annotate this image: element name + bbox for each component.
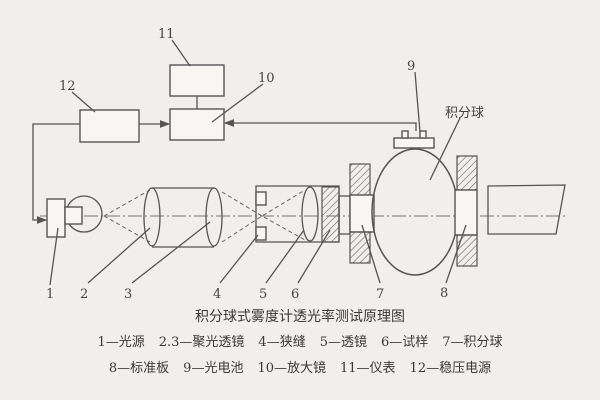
slit-4-lower <box>255 226 267 241</box>
legend-item: 1—光源 <box>97 335 145 350</box>
sphere-label: 积分球 <box>445 106 484 121</box>
converging-beam <box>221 189 306 243</box>
label-4: 4 <box>213 287 221 302</box>
meter-box-11 <box>169 64 225 97</box>
slit-4-upper <box>255 191 267 206</box>
sphere-port-7-upper <box>349 163 371 196</box>
standard-plate-8-lower <box>456 234 478 267</box>
legend-item: 6—试样 <box>380 335 429 350</box>
amplifier-box-10 <box>169 108 225 141</box>
legend-item: 10—放大镜 <box>257 361 326 376</box>
legend-item: 9—光电池 <box>183 361 244 376</box>
legend-item: 4—狭缝 <box>258 335 306 350</box>
standard-plate-8 <box>454 189 478 236</box>
standard-plate-8-upper <box>456 155 478 191</box>
label-2: 2 <box>80 287 88 302</box>
power-to-lamp-wire <box>32 123 80 224</box>
light-trap-tube <box>487 184 566 235</box>
legend-row-1: 1—光源 2.3—聚光透镜 4—狭缝 5—透镜 6—试样 7—积分球 <box>0 334 600 352</box>
power-supply-box-12 <box>79 109 140 143</box>
label-5: 5 <box>259 287 267 302</box>
lamp-filament <box>64 206 83 225</box>
label-11: 11 <box>158 27 175 42</box>
condenser-lens-3 <box>205 187 223 247</box>
legend-item: 7—积分球 <box>442 335 503 350</box>
leader-lines <box>49 39 467 286</box>
legend-item: 11—仪表 <box>340 361 396 376</box>
legend-item: 5—透镜 <box>319 335 367 350</box>
condenser-tube <box>152 187 214 248</box>
photocell-terminal <box>401 130 409 139</box>
integrating-sphere <box>371 148 459 276</box>
light-source-1 <box>46 198 66 238</box>
label-3: 3 <box>124 287 132 302</box>
lens-5 <box>301 186 319 242</box>
condenser-lens-2 <box>143 187 161 247</box>
label-6: 6 <box>291 287 299 302</box>
photocell-9 <box>393 137 435 149</box>
legend-row-2: 8—标准板 9—光电池 10—放大镜 11—仪表 12—稳压电源 <box>0 360 600 378</box>
sample-port <box>338 195 351 235</box>
label-10: 10 <box>258 71 275 86</box>
photocell-terminal <box>419 130 427 139</box>
label-12: 12 <box>59 79 76 94</box>
legend-item: 2.3—聚光透镜 <box>158 335 245 350</box>
label-1: 1 <box>46 287 54 302</box>
label-8: 8 <box>440 286 448 301</box>
label-7: 7 <box>376 287 384 302</box>
photocell-to-amplifier-wire <box>223 119 417 131</box>
label-9: 9 <box>407 59 415 74</box>
legend-item: 8—标准板 <box>108 361 170 376</box>
light-beam <box>103 189 151 243</box>
sphere-port-7-lower <box>349 231 371 264</box>
legend-item: 12—稳压电源 <box>409 361 492 376</box>
sample-6 <box>321 186 340 243</box>
figure-title: 积分球式雾度计透光率测试原理图 <box>195 309 405 325</box>
